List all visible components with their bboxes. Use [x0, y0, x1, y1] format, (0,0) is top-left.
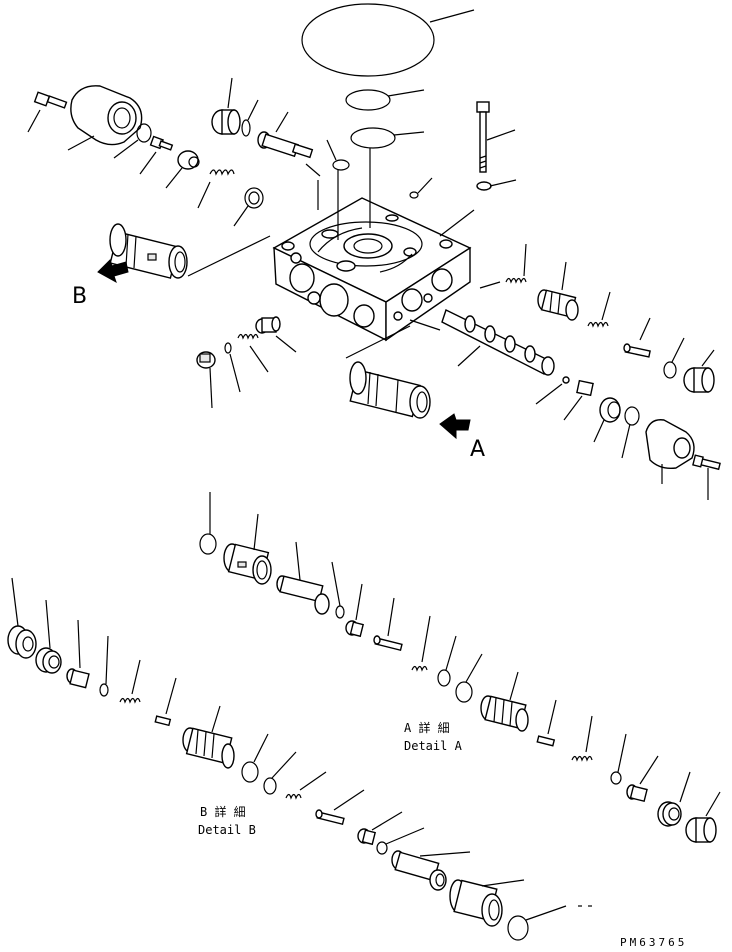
detail-b-japanese: B 詳 細: [200, 804, 246, 819]
large-o-ring: [301, 3, 475, 77]
arrow-a: [439, 413, 471, 440]
spring-lower-2: [285, 771, 327, 800]
detail-a-english: Detail A: [404, 739, 463, 753]
drawing-number: PM63765: [620, 936, 687, 949]
cartridge-right-small: [537, 261, 579, 321]
o-ring-lower-left: [224, 342, 241, 393]
o-ring-mid-3: [437, 635, 457, 687]
spring-left: [197, 169, 235, 209]
small-o-ring: [345, 89, 425, 111]
pin-right: [623, 317, 651, 358]
ball-right: [535, 376, 570, 405]
plug-lower-left: [196, 351, 216, 409]
small-seal-left: [326, 139, 350, 171]
spring-right-2: [587, 291, 611, 328]
plug-left: [165, 150, 200, 189]
o-ring-lower-3: [263, 751, 297, 795]
spring-mid: [411, 615, 431, 672]
view-label-b: B: [72, 284, 87, 309]
piston-lower: [391, 850, 471, 891]
o-ring-lower-5: [507, 905, 592, 941]
pin-lower-2: [315, 789, 365, 826]
valve-poppet-left: [255, 316, 297, 353]
relief-valve-b: [182, 705, 235, 769]
long-bolt: [476, 101, 516, 173]
pin-lower-1: [154, 677, 177, 727]
relief-valve-a: [480, 671, 529, 732]
small-seal-right: [409, 177, 433, 199]
spring-lower-left: [237, 333, 269, 373]
seat-mid: [345, 583, 365, 638]
screw-left: [139, 135, 174, 175]
sleeve-lower: [449, 879, 525, 927]
cap-lower-left: [35, 599, 62, 674]
o-ring-right-lower: [621, 406, 640, 459]
poppet-mid-right: [626, 755, 659, 803]
o-ring-mid-1: [199, 492, 217, 555]
o-ring-mid-right: [610, 733, 627, 785]
view-label-a: A: [470, 437, 485, 462]
spring-right-1: [479, 243, 527, 289]
o-ring-right: [663, 337, 685, 379]
o-ring-mid-2: [331, 561, 345, 619]
seat-lower-left: [66, 619, 90, 689]
flange-block-left: [67, 85, 143, 151]
seat-lower-right: [357, 811, 403, 846]
nut-mid-right: [657, 771, 691, 827]
o-ring-lower-2: [241, 733, 269, 783]
o-ring-lower-1: [99, 635, 109, 697]
pin-mid: [373, 597, 403, 652]
washer-left: [233, 187, 264, 227]
o-ring-left: [113, 123, 152, 159]
detail-a-japanese: A 詳 細: [404, 720, 450, 735]
bolt-washer: [476, 179, 517, 191]
sleeve-mid: [223, 513, 272, 585]
detail-b-english: Detail B: [198, 823, 256, 837]
valve-body: [272, 180, 475, 342]
flange-block-right: [645, 419, 695, 484]
main-spool: [441, 309, 555, 376]
seat-right: [563, 379, 594, 421]
cap-mid-right: [685, 791, 721, 843]
flange-bolt-top-left: [27, 91, 68, 133]
pin-mid-right: [536, 699, 557, 747]
cap-upper: [211, 77, 241, 135]
piston-upper: [257, 111, 321, 177]
o-ring-lower-4: [376, 827, 425, 855]
spring-mid-right: [571, 715, 593, 762]
cartridge-a: [345, 325, 431, 419]
plug-right-body: [593, 397, 621, 443]
cartridge-b: [109, 223, 271, 279]
piston-mid: [276, 541, 330, 615]
ring-upper: [241, 99, 259, 137]
spring-lower-1: [119, 659, 141, 704]
plate-seal: [350, 127, 425, 149]
o-ring-mid-4: [455, 653, 483, 703]
nut-lower-left: [7, 577, 37, 659]
cap-right: [683, 349, 715, 393]
flange-bolt-right: [692, 454, 721, 500]
arrow-b: [97, 259, 129, 284]
